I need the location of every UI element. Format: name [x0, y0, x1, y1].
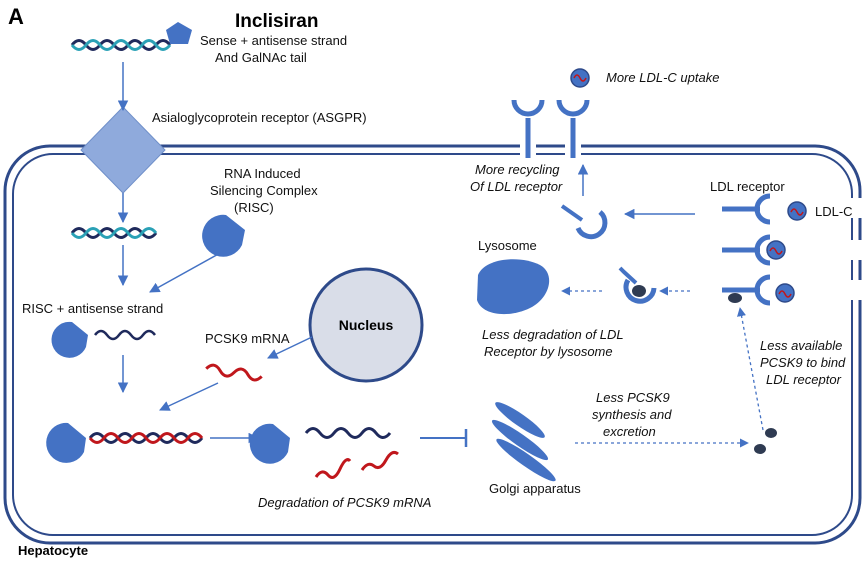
- risc-antisense-label: RISC + antisense strand: [22, 301, 163, 316]
- released-antisense-icon: [304, 427, 392, 439]
- surface-receptor-top-icon: [511, 99, 545, 158]
- risc-antisense-pacman-icon: [51, 321, 88, 358]
- less-available-line2: PCSK9 to bind: [760, 355, 846, 370]
- lysosome-label: Lysosome: [478, 238, 537, 253]
- less-pcsk9-line2: synthesis and: [592, 407, 672, 422]
- more-recycling-line1: More recycling: [475, 162, 560, 177]
- drug-name: Inclisiran: [235, 11, 318, 32]
- less-pcsk9-line1: Less PCSK9: [596, 390, 670, 405]
- less-degradation-line2: Receptor by lysosome: [484, 344, 613, 359]
- ldlc-particle-icon: [570, 68, 590, 88]
- risc-mrna-pacman-icon: [46, 422, 86, 463]
- surface-receptor-right-icon: [722, 193, 771, 225]
- degradation-label: Degradation of PCSK9 mRNA: [258, 495, 431, 510]
- panel-letter: A: [8, 4, 24, 29]
- lysosome-icon: [477, 259, 550, 315]
- degraded-mrna-fragment-icon: [360, 451, 399, 471]
- less-pcsk9-line3: excretion: [603, 424, 656, 439]
- risc-label-line1: RNA Induced: [224, 166, 301, 181]
- inclisiran-strand-icon: [70, 39, 172, 51]
- nucleus-label: Nucleus: [339, 317, 394, 333]
- pcsk9-mrna-icon: [205, 363, 263, 382]
- ldl-receptor-label: LDL receptor: [710, 179, 785, 194]
- galnac-pentagon-icon: [166, 22, 192, 44]
- pcsk9-mrna-label: PCSK9 mRNA: [205, 331, 290, 346]
- antisense-strand-icon: [94, 329, 156, 341]
- pcsk9-protein-icon: [765, 428, 777, 438]
- internalized-strand-icon: [70, 227, 158, 239]
- less-degradation-line1: Less degradation of LDL: [482, 327, 624, 342]
- pcsk9-protein-icon: [754, 444, 766, 454]
- drug-desc-line2: And GalNAc tail: [215, 50, 307, 65]
- cell-membrane-outer: [3, 144, 862, 545]
- nucleus-icon: [308, 267, 424, 383]
- surface-receptor-top-icon: [556, 99, 590, 158]
- golgi-label: Golgi apparatus: [489, 481, 581, 496]
- degraded-mrna-fragment-icon: [314, 458, 352, 479]
- surface-receptor-right-icon: [722, 234, 786, 266]
- less-available-line1: Less available: [760, 338, 842, 353]
- less-available-line3: LDL receptor: [766, 372, 842, 387]
- recycled-receptor-icon: [560, 204, 608, 240]
- risc-label-line2: Silencing Complex: [210, 183, 318, 198]
- ldlc-label: LDL-C: [815, 204, 853, 219]
- risc-icon: [202, 214, 245, 257]
- cell-membrane-inner: [12, 153, 853, 536]
- ldlc-particle-icon: [787, 201, 807, 221]
- drug-desc-line1: Sense + antisense strand: [200, 33, 347, 48]
- surface-receptor-right-icon: [722, 274, 771, 306]
- more-recycling-line2: Of LDL receptor: [470, 179, 563, 194]
- cell-label: Hepatocyte: [18, 543, 88, 558]
- antisense-mrna-duplex-icon: [88, 432, 204, 444]
- more-uptake-label: More LDL-C uptake: [606, 70, 719, 85]
- ldlc-particle-icon: [775, 283, 795, 303]
- asgpr-label: Asialoglycoprotein receptor (ASGPR): [152, 110, 367, 125]
- golgi-apparatus-icon: [491, 402, 556, 482]
- risc-degradation-pacman-icon: [249, 423, 290, 464]
- internalized-receptor-pcsk9-icon: [618, 266, 657, 304]
- risc-label-line3: (RISC): [234, 200, 274, 215]
